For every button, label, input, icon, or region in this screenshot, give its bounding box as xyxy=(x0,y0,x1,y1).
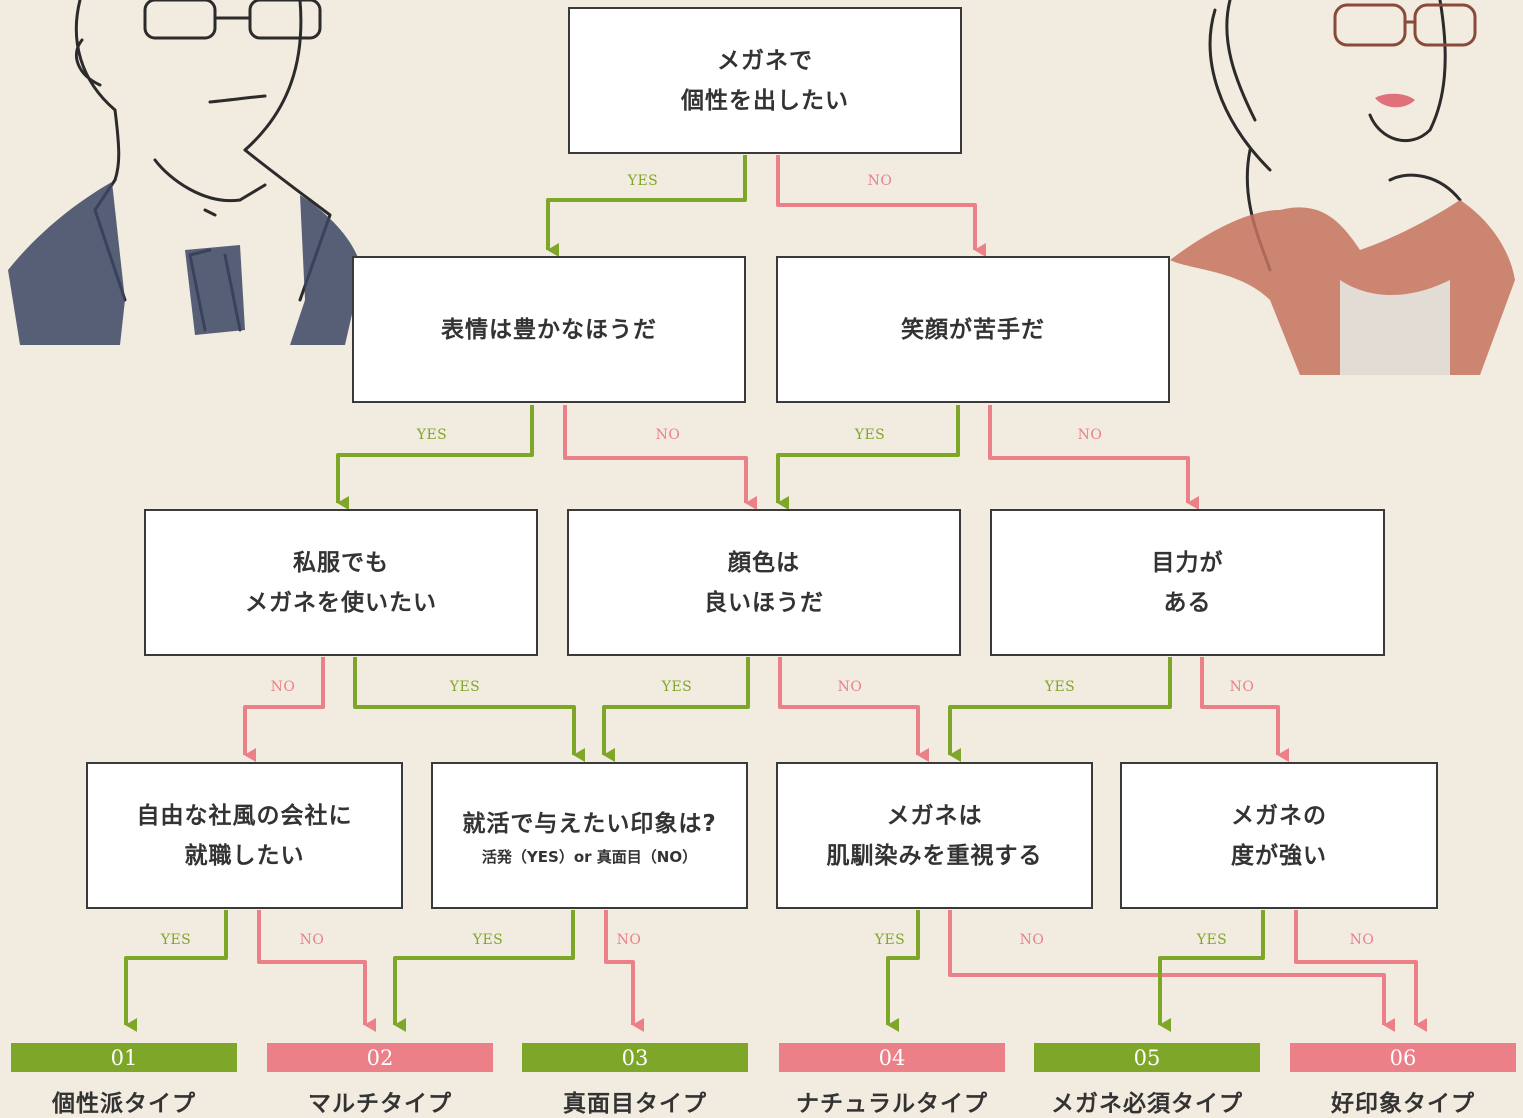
result-number-06: 06 xyxy=(1290,1043,1516,1072)
question-box-7: 自由な社風の会社に 就職したい xyxy=(86,762,403,909)
question-box-5: 顔色は 良いほうだ xyxy=(567,509,961,656)
result-number-03: 03 xyxy=(522,1043,748,1072)
yes-label: YES xyxy=(627,173,659,189)
result-name-03: 真面目タイプ xyxy=(563,1091,707,1117)
result-number-01: 01 xyxy=(11,1043,237,1072)
yes-label: YES xyxy=(874,932,906,948)
no-label: NO xyxy=(1019,932,1045,948)
question-text: 笑顔が苦手だ xyxy=(901,316,1045,343)
yes-label: YES xyxy=(661,679,693,695)
no-label: NO xyxy=(299,932,325,948)
question-box-9: メガネは 肌馴染みを重視する xyxy=(776,762,1093,909)
result-number-04: 04 xyxy=(779,1043,1005,1072)
result-name-06: 好印象タイプ xyxy=(1331,1091,1475,1117)
question-text: メガネの 度が強い xyxy=(1231,802,1327,869)
no-label: NO xyxy=(1077,427,1103,443)
no-label: NO xyxy=(867,173,893,189)
yes-label: YES xyxy=(160,932,192,948)
question-text: 私服でも メガネを使いたい xyxy=(245,549,437,616)
question-box-3: 笑顔が苦手だ xyxy=(776,256,1170,403)
question-text: 自由な社風の会社に 就職したい xyxy=(136,802,353,869)
yes-label: YES xyxy=(1044,679,1076,695)
yes-label: YES xyxy=(472,932,504,948)
result-number-05: 05 xyxy=(1034,1043,1260,1072)
result-number-02: 02 xyxy=(267,1043,493,1072)
yes-label: YES xyxy=(416,427,448,443)
question-text: 顔色は 良いほうだ xyxy=(704,549,824,616)
no-label: NO xyxy=(616,932,642,948)
yes-label: YES xyxy=(854,427,886,443)
question-box-4: 私服でも メガネを使いたい xyxy=(144,509,538,656)
result-name-04: ナチュラルタイプ xyxy=(796,1091,988,1117)
no-label: NO xyxy=(270,679,296,695)
no-label: NO xyxy=(1349,932,1375,948)
question-box-2: 表情は豊かなほうだ xyxy=(352,256,746,403)
result-name-02: マルチタイプ xyxy=(308,1091,452,1117)
woman-with-glasses-illustration xyxy=(1170,0,1515,375)
yes-label: YES xyxy=(449,679,481,695)
no-label: NO xyxy=(1229,679,1255,695)
man-with-glasses-illustration xyxy=(8,0,362,345)
question-subtext: 活発（YES）or 真面目（NO） xyxy=(481,847,698,866)
question-box-8: 就活で与えたい印象は? 活発（YES）or 真面目（NO） xyxy=(431,762,748,909)
result-name-05: メガネ必須タイプ xyxy=(1051,1091,1243,1117)
question-text: メガネで 個性を出したい xyxy=(681,47,849,114)
question-box-1: メガネで 個性を出したい xyxy=(568,7,962,154)
yes-label: YES xyxy=(1196,932,1228,948)
result-name-01: 個性派タイプ xyxy=(52,1091,196,1117)
question-text: 目力が ある xyxy=(1151,549,1224,616)
question-box-6: 目力が ある xyxy=(990,509,1385,656)
no-label: NO xyxy=(655,427,681,443)
question-text: 表情は豊かなほうだ xyxy=(441,316,657,343)
question-text: メガネは 肌馴染みを重視する xyxy=(826,802,1043,869)
no-label: NO xyxy=(837,679,863,695)
question-box-10: メガネの 度が強い xyxy=(1120,762,1438,909)
question-text: 就活で与えたい印象は? xyxy=(462,810,717,837)
